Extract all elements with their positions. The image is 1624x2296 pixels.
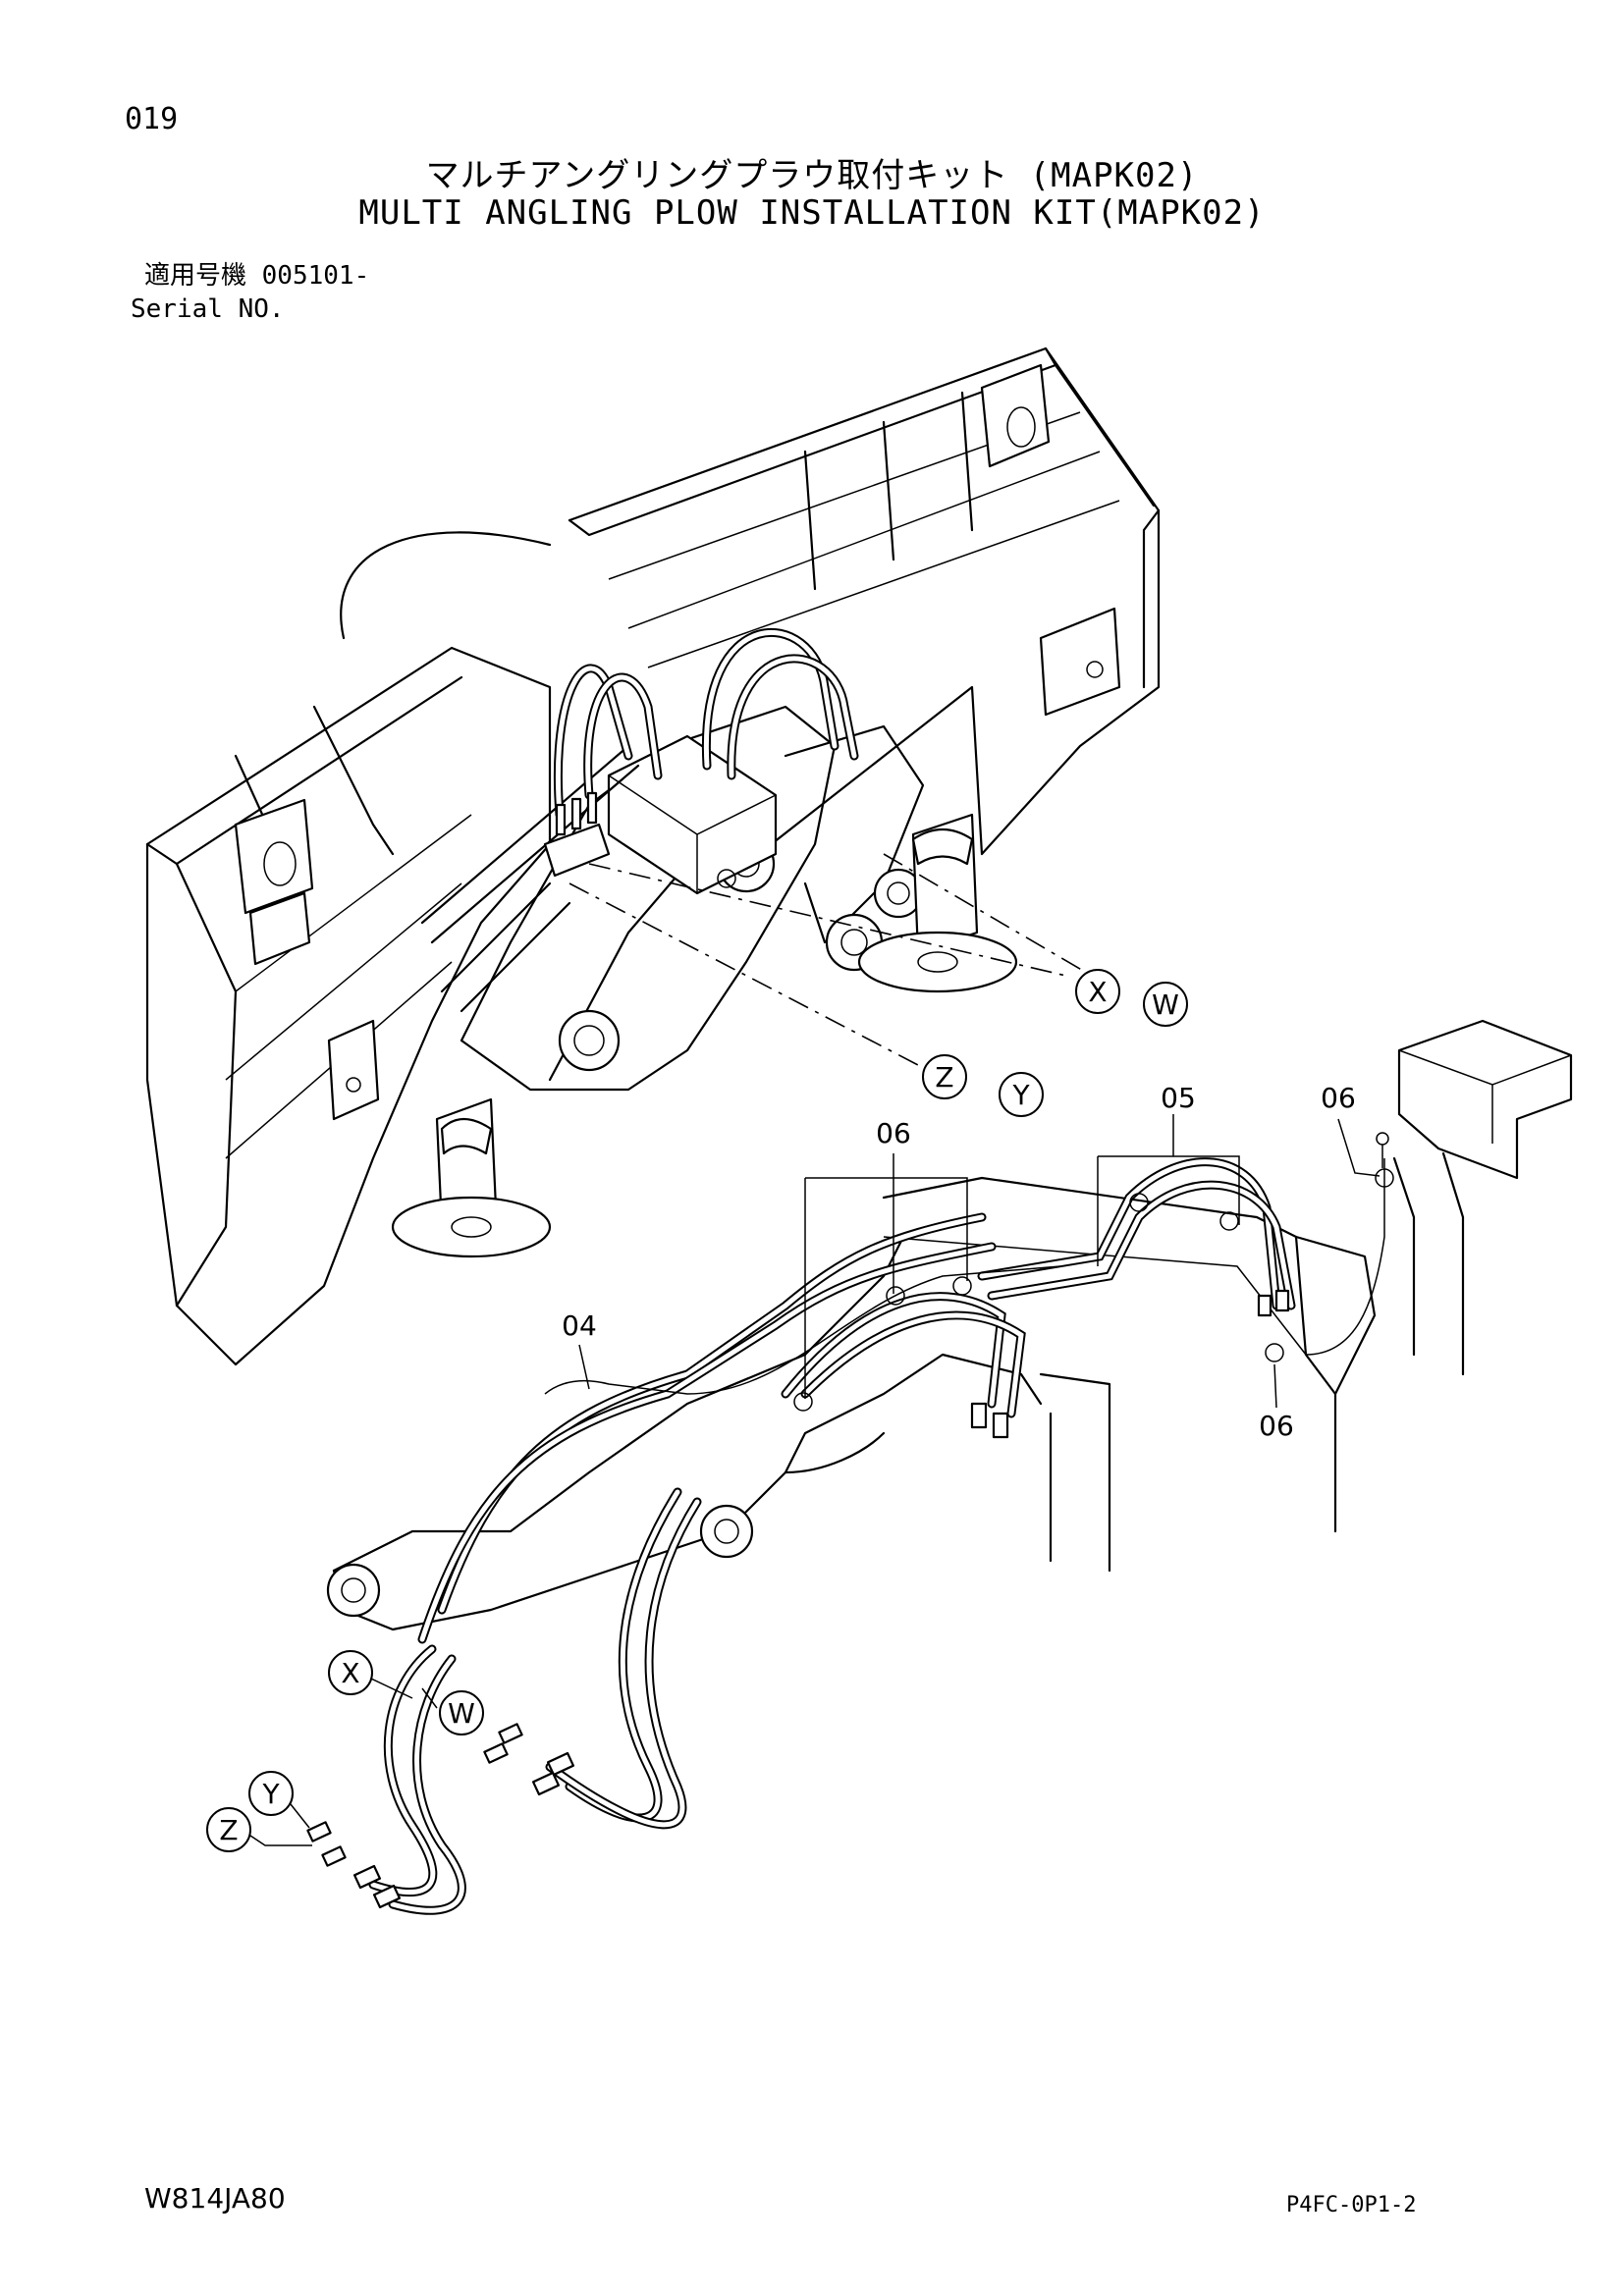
callout-04: 04: [562, 1309, 597, 1390]
svg-text:X: X: [341, 1657, 359, 1689]
callout-06-a: 06: [804, 1117, 968, 1399]
connection-bubble-x-bottom: X: [328, 1650, 413, 1699]
page-code: P4FC-0P1-2: [1286, 2193, 1417, 2217]
connection-bubble-x-top: X: [1075, 969, 1120, 1014]
svg-text:W: W: [448, 1697, 475, 1730]
connection-bubble-z-top: Z: [922, 1054, 967, 1099]
lower-hose-ends: [306, 1487, 702, 1915]
connection-bubble-y-bottom: Y: [248, 1771, 310, 1829]
connection-bubble-w-bottom: W: [421, 1687, 484, 1735]
document-code: W814JA80: [144, 2182, 286, 2215]
serial-label-english: Serial NO.: [131, 294, 285, 324]
svg-text:Y: Y: [1011, 1079, 1030, 1111]
hose-routing: [417, 1157, 1394, 1644]
serial-label-japanese: 適用号機 005101-: [144, 261, 370, 291]
svg-text:X: X: [1088, 976, 1107, 1008]
callout-05: 05: [1097, 1082, 1240, 1266]
title-english: MULTI ANGLING PLOW INSTALLATION KIT(MAPK…: [358, 193, 1266, 233]
callout-06-b: 06: [1321, 1082, 1389, 1177]
callout-06-c: 06: [1259, 1363, 1294, 1442]
page-number: 019: [125, 102, 179, 136]
svg-text:Z: Z: [935, 1061, 953, 1094]
svg-text:06: 06: [1321, 1082, 1356, 1114]
plow-blade-assembly: [145, 347, 1161, 1366]
svg-text:Z: Z: [219, 1814, 238, 1846]
svg-text:06: 06: [1259, 1410, 1294, 1442]
title-japanese: マルチアングリングプラウ取付キット (MAPK02): [425, 156, 1199, 195]
connection-bubble-z-bottom: Z: [206, 1807, 312, 1852]
connection-leader-lines: [568, 853, 1086, 1066]
svg-text:05: 05: [1161, 1082, 1196, 1114]
svg-text:W: W: [1152, 988, 1179, 1021]
svg-text:Y: Y: [261, 1778, 280, 1810]
svg-text:06: 06: [876, 1117, 911, 1149]
connection-bubble-y-top: Y: [999, 1072, 1044, 1117]
svg-text:04: 04: [562, 1309, 597, 1342]
connection-bubble-w-top: W: [1143, 982, 1188, 1027]
boom-and-chassis: [326, 1019, 1573, 1631]
